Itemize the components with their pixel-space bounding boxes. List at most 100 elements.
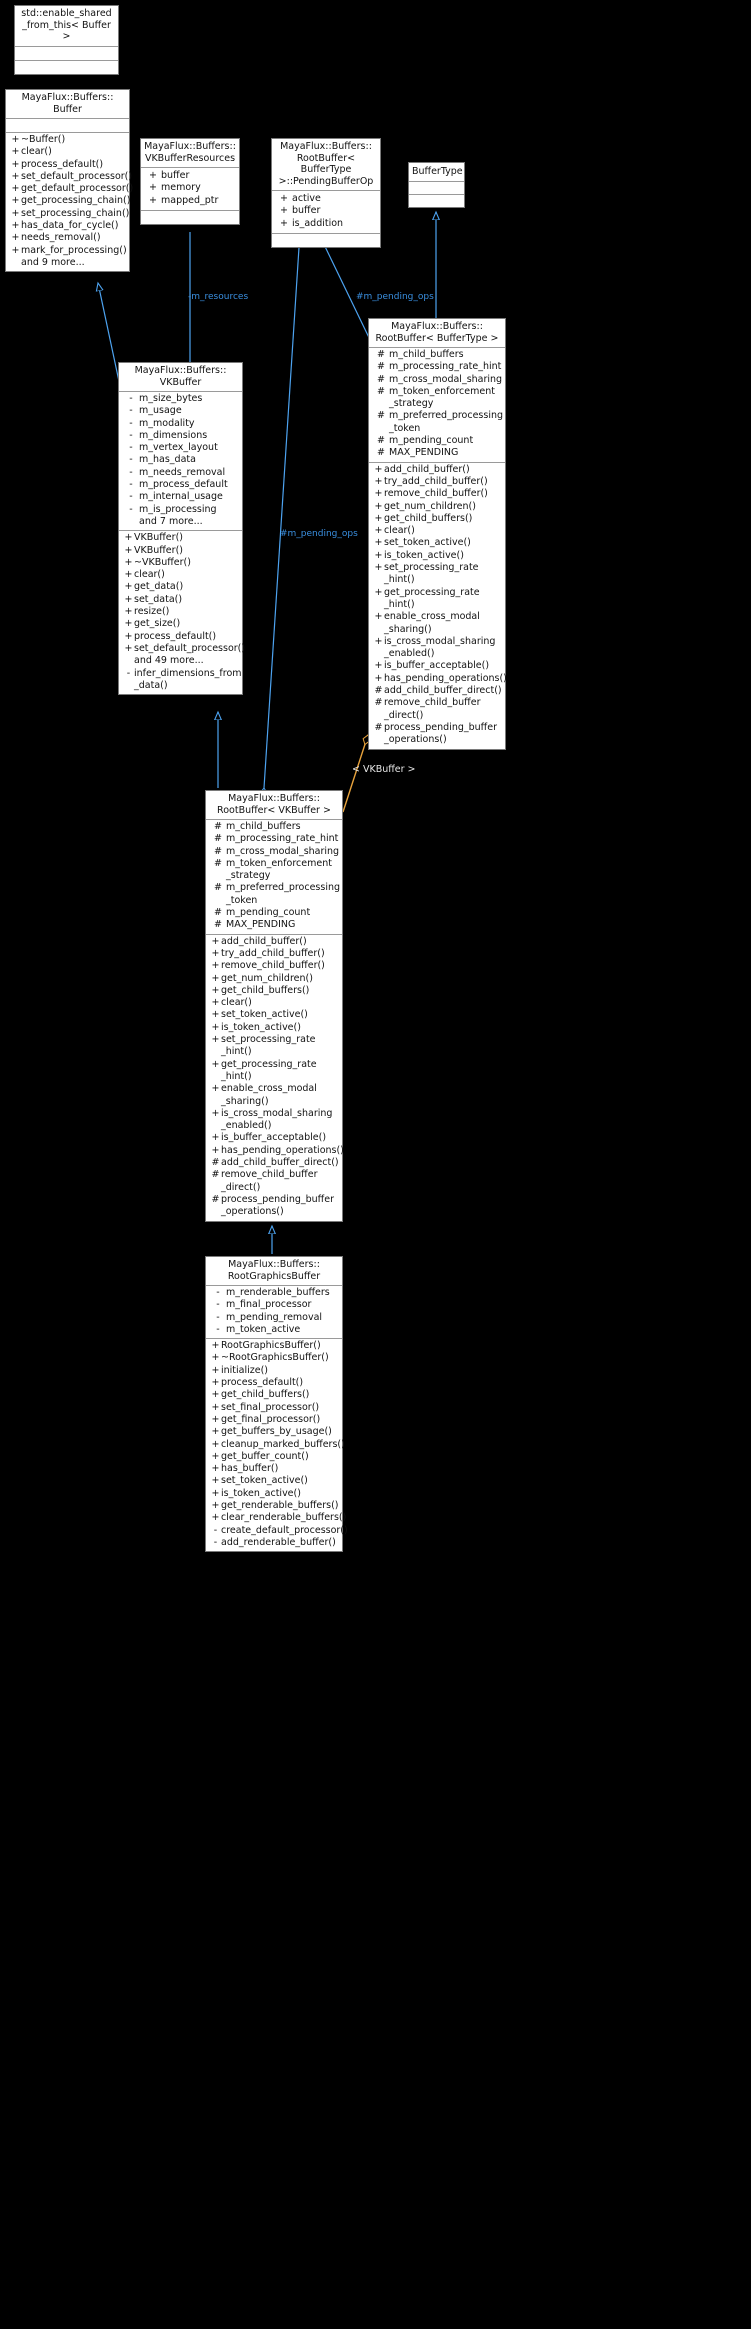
- member-row: #m_token_enforcement_strategy: [369, 386, 505, 411]
- member-row: #add_child_buffer_direct(): [206, 1157, 342, 1169]
- member-name: m_token_active: [226, 1323, 301, 1335]
- member-row: +get_data(): [119, 581, 242, 593]
- member-row: +buffer: [141, 170, 239, 182]
- member-name: is_cross_modal_sharing_enabled(): [384, 635, 496, 660]
- visibility-marker: -: [129, 454, 133, 466]
- member-row: +set_data(): [119, 594, 242, 606]
- member-row: #m_child_buffers: [206, 821, 342, 833]
- node-rootgraphicsbuffer[interactable]: MayaFlux::Buffers::RootGraphicsBuffer -m…: [205, 1256, 348, 1553]
- member-row: +is_token_active(): [369, 550, 505, 562]
- member-row: +get_default_processor(): [6, 183, 134, 195]
- member-name: ~RootGraphicsBuffer(): [221, 1352, 329, 1364]
- node-rootbuffer-buffertype[interactable]: MayaFlux::Buffers::RootBuffer< BufferTyp…: [368, 318, 507, 750]
- node-vkbufferresources[interactable]: MayaFlux::Buffers::VKBufferResources +bu…: [140, 138, 240, 225]
- visibility-marker: -: [216, 1287, 220, 1298]
- visibility-marker: +: [374, 537, 383, 549]
- member-name: get_num_children(): [384, 500, 476, 512]
- node-std-enable-shared-from-this[interactable]: std::enable_shared_from_this< Buffer >: [14, 5, 119, 75]
- visibility-marker: +: [11, 146, 20, 158]
- member-row: #m_preferred_processing_token: [369, 410, 505, 435]
- member-row: -m_is_processing: [119, 504, 242, 516]
- member-row: +try_add_child_buffer(): [206, 948, 342, 960]
- node-buffertype[interactable]: BufferType: [408, 162, 465, 208]
- member-row: +get_num_children(): [206, 973, 342, 985]
- node-title: MayaFlux::Buffers::RootGraphicsBuffer: [227, 1259, 321, 1282]
- member-row: +RootGraphicsBuffer(): [206, 1340, 342, 1352]
- member-name: MAX_PENDING: [389, 447, 459, 459]
- visibility-marker: +: [211, 1021, 220, 1033]
- member-name: set_token_active(): [221, 1475, 308, 1487]
- visibility-marker: +: [211, 1463, 220, 1475]
- member-row: +set_processing_rate_hint(): [369, 562, 505, 587]
- visibility-marker: +: [211, 1352, 220, 1364]
- node-pendingbufferop[interactable]: MayaFlux::Buffers::RootBuffer< BufferTyp…: [271, 138, 381, 248]
- member-name: is_token_active(): [221, 1487, 301, 1499]
- member-row: +clear(): [6, 146, 129, 158]
- member-name: add_child_buffer(): [384, 463, 470, 475]
- member-row: -infer_dimensions_from_data(): [119, 668, 242, 693]
- member-row: -m_size_bytes: [119, 393, 242, 405]
- visibility-marker: -: [129, 442, 133, 454]
- member-row: -m_internal_usage: [119, 491, 242, 503]
- visibility-marker: +: [211, 1413, 220, 1425]
- member-row: +remove_child_buffer(): [369, 488, 505, 500]
- visibility-marker: -: [129, 405, 133, 417]
- member-name: is_addition: [292, 217, 344, 229]
- member-name: m_renderable_buffers: [226, 1287, 330, 1298]
- member-row: -create_default_processor(): [206, 1524, 348, 1537]
- visibility-marker: +: [374, 672, 383, 684]
- member-row: +get_renderable_buffers(): [206, 1500, 342, 1512]
- edge-aggregation-rootbuffer-generic-pendingops: [317, 231, 374, 348]
- member-name: process_default(): [221, 1377, 304, 1389]
- member-row: #m_processing_rate_hint: [206, 833, 342, 845]
- member-row: +is_cross_modal_sharing_enabled(): [369, 636, 505, 661]
- member-name: process_default(): [134, 630, 217, 642]
- node-mayaflux-buffers-buffer[interactable]: MayaFlux::Buffers::Buffer +~Buffer()+cle…: [5, 89, 134, 273]
- member-row: +buffer: [272, 205, 380, 217]
- member-row: +has_pending_operations(): [206, 1145, 344, 1157]
- visibility-marker: +: [11, 244, 20, 256]
- visibility-marker: -: [129, 479, 133, 491]
- member-row: -m_final_processor: [206, 1299, 342, 1311]
- visibility-marker: +: [124, 642, 133, 654]
- node-vkbuffer[interactable]: MayaFlux::Buffers::VKBuffer -m_size_byte…: [118, 362, 245, 696]
- member-name: set_processing_rate_hint(): [221, 1034, 316, 1058]
- member-name: m_usage: [139, 405, 182, 417]
- member-name: is_buffer_acceptable(): [384, 660, 490, 672]
- visibility-marker: +: [124, 569, 133, 581]
- node-title: MayaFlux::Buffers::VKBuffer: [134, 365, 227, 388]
- methods-section: +add_child_buffer()+try_add_child_buffer…: [206, 933, 344, 1221]
- member-row: -m_vertex_layout: [119, 442, 242, 454]
- visibility-marker: +: [11, 207, 20, 219]
- member-name: is_buffer_acceptable(): [221, 1132, 327, 1144]
- member-row: +get_child_buffers(): [369, 513, 505, 525]
- visibility-marker: +: [211, 960, 220, 972]
- member-name: m_internal_usage: [139, 491, 223, 503]
- member-row: +is_token_active(): [206, 1022, 342, 1034]
- member-name: set_token_active(): [221, 1009, 308, 1021]
- visibility-marker: +: [211, 1500, 220, 1512]
- member-name: add_child_buffer_direct(): [221, 1157, 339, 1169]
- visibility-marker: +: [124, 544, 133, 556]
- visibility-marker: #: [377, 447, 385, 459]
- member-name: resize(): [134, 606, 170, 618]
- member-name: ~VKBuffer(): [134, 556, 191, 568]
- node-rootbuffer-vkbuffer[interactable]: MayaFlux::Buffers::RootBuffer< VKBuffer …: [205, 790, 344, 1222]
- member-row: -m_process_default: [119, 479, 242, 491]
- methods-section: +RootGraphicsBuffer()+~RootGraphicsBuffe…: [206, 1338, 348, 1551]
- member-row: +remove_child_buffer(): [206, 960, 342, 972]
- member-name: get_processing_chain(): [21, 195, 131, 207]
- member-row: +get_final_processor(): [206, 1414, 342, 1426]
- visibility-marker: #: [377, 435, 385, 447]
- visibility-marker: +: [280, 205, 288, 217]
- visibility-marker: +: [374, 660, 383, 672]
- member-row: +mark_for_processing(): [6, 245, 129, 257]
- visibility-marker: +: [211, 997, 220, 1009]
- visibility-marker: -: [213, 1524, 218, 1536]
- member-name: m_child_buffers: [226, 821, 301, 832]
- visibility-marker: #: [377, 385, 385, 397]
- visibility-marker: +: [124, 606, 133, 618]
- member-row: # MAX_PENDING: [369, 447, 505, 459]
- visibility-marker: -: [126, 667, 131, 679]
